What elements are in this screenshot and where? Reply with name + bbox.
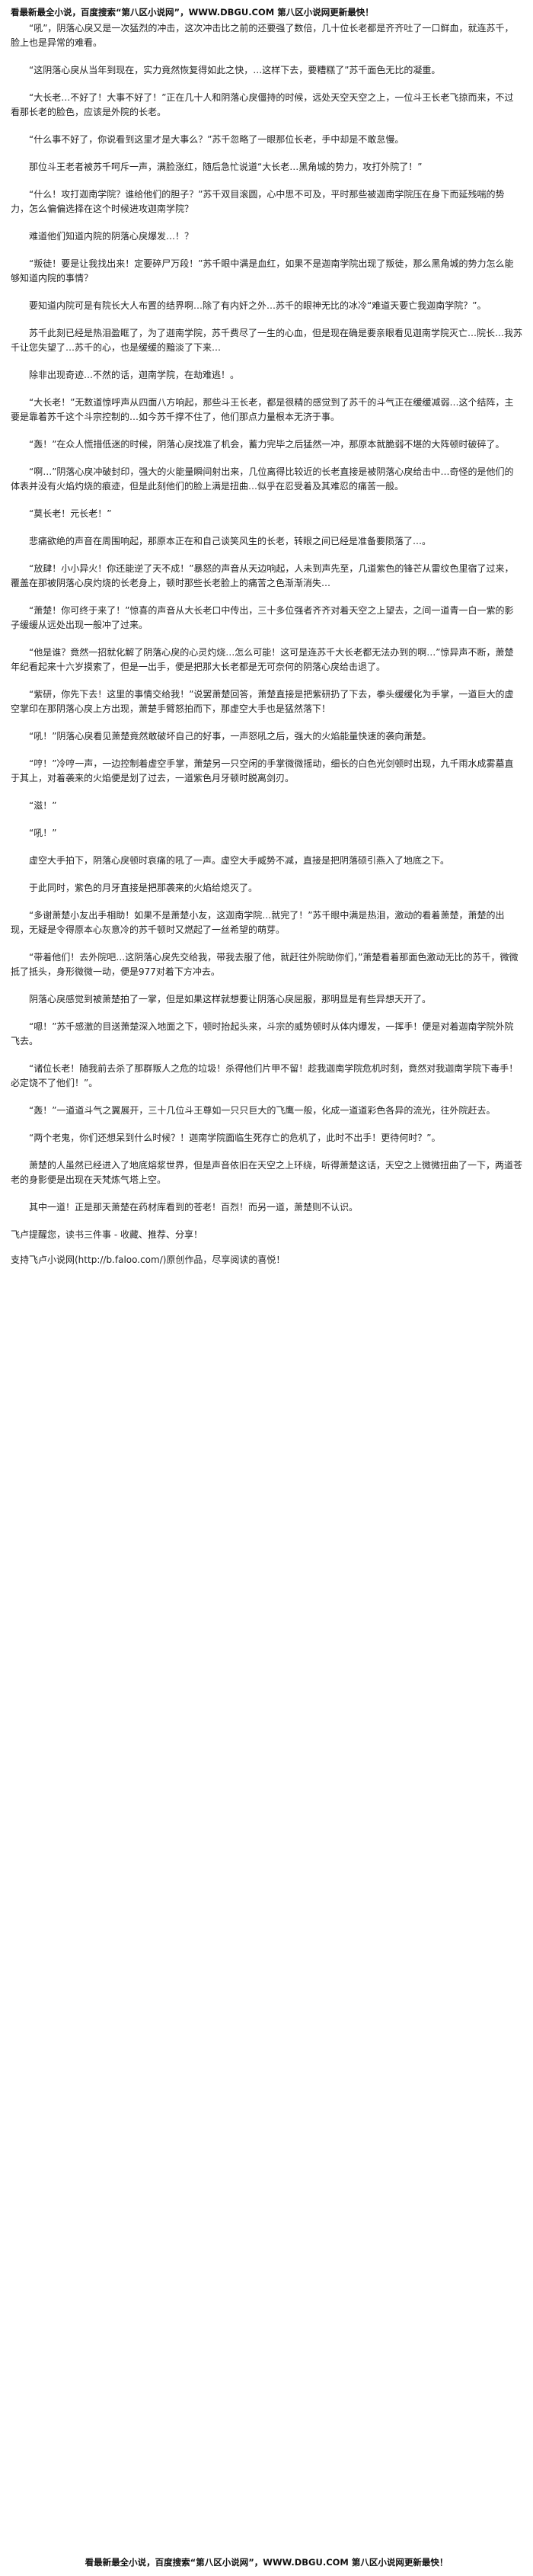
chapter-body: “吼”，阴落心戾又是一次猛烈的冲击，这次冲击比之前的还要强了数倍，几十位长老都是… [11, 21, 522, 1215]
paragraph: 萧楚的人虽然已经进入了地底熔浆世界，但是声音依旧在天空之上环绕，听得萧楚这话，天… [11, 1160, 523, 1185]
paragraph: “这阴落心戾从当年到现在，实力竟然恢复得如此之快，…这样下去，要糟糕了”苏千面色… [29, 65, 441, 75]
paragraph: “吼！” [29, 828, 57, 838]
paragraph: “哼！”冷哼一声，一边控制着虚空手掌，萧楚另一只空闲的手掌微微摇动，细长的白色光… [11, 758, 514, 783]
paragraph: 悲痛欲绝的声音在周围响起，那原本正在和自己谈笑风生的长老，转眼之间已经是准备要陨… [29, 536, 432, 546]
paragraph: 苏千此刻已经是热泪盈眶了，为了迦南学院，苏千费尽了一生的心血，但是现在确是要亲眼… [11, 328, 523, 353]
paragraph: 于此同时，紫色的月牙直接是把那袭来的火焰给熄灭了。 [29, 883, 258, 893]
paragraph: 除非出现奇迹…不然的话，迦南学院，在劫难逃！。 [29, 370, 240, 380]
support-line: 支持飞卢小说网(http://b.faloo.com/)原创作品，尽享阅读的喜悦… [11, 1254, 286, 1265]
paragraph: 阴落心戾感觉到被萧楚拍了一掌，但是如果这样就想要让阴落心戾屈服，那明显是有些异想… [29, 994, 432, 1004]
paragraph: “吼！”阴落心戾看见萧楚竟然敢破坏自己的好事，一声怒吼之后，强大的火焰能量快速的… [29, 731, 432, 742]
bottom-banner: 看最新最全小说，百度搜索“第八区小说网”，WWW.DBGU.COM 第八区小说网… [85, 2557, 448, 2568]
footer-note: 飞卢提醒您，读书三件事 - 收藏、推荐、分享！ [11, 1229, 203, 1240]
paragraph: 要知道内院可是有院长大人布置的结界啊…除了有内奸之外…苏千的眼神无比的冰冷“难道… [29, 300, 487, 311]
paragraph: “放肆！小小异火！你还能逆了天不成！”暴怒的声音从天边响起，人未到声先至，几道紫… [11, 563, 514, 588]
paragraph: “大长老…不好了！大事不好了！”正在几十人和阴落心戾僵持的时候，远处天空天空之上… [11, 92, 514, 117]
paragraph: “多谢萧楚小友出手相助！如果不是萧楚小友，这迦南学院…就完了！”苏千眼中满是热泪… [11, 910, 505, 935]
paragraph: 其中一道！正是那天萧楚在药材库看到的苍老！百烈！而另一道，萧楚则不认识。 [29, 1202, 359, 1213]
paragraph: “他是谁？竟然一招就化解了阴落心戾的心灵灼烧…怎么可能！这可是连苏千大长老都无法… [11, 647, 514, 672]
paragraph: “带着他们！去外院吧…这阴落心戾先交给我，带我去服了他，就赶往外院助你们，”萧楚… [11, 952, 519, 977]
paragraph: “大长老！”无数道惊呼声从四面八方响起，那些斗王长老，都是很精的感觉到了苏千的斗… [11, 397, 514, 422]
paragraph: 那位斗王老者被苏千呵斥一声，满脸涨红，随后急忙说道“大长老…黑角城的势力，攻打外… [29, 162, 423, 172]
paragraph: “啊…”阴落心戾冲破封印，强大的火能量瞬间射出来，几位离得比较近的长老直接是被阴… [11, 466, 514, 492]
paragraph: “嗯！”苏千感激的目送萧楚深入地面之下，顿时抬起头来，斗宗的威势顿时从体内爆发，… [11, 1021, 514, 1046]
paragraph: “吼”，阴落心戾又是一次猛烈的冲击，这次冲击比之前的还要强了数倍，几十位长老都是… [11, 23, 514, 48]
paragraph: “叛徒！要是让我找出来！定要碎尸万段！”苏千眼中满是血红，如果不是迦南学院出现了… [11, 258, 514, 284]
paragraph: “滋！” [29, 800, 57, 811]
top-banner: 看最新最全小说，百度搜索“第八区小说网”，WWW.DBGU.COM 第八区小说网… [11, 7, 374, 18]
paragraph: “诸位长老！随我前去杀了那群叛人之危的垃圾！杀得他们片甲不留！趁我迦南学院危机时… [11, 1063, 519, 1088]
paragraph: “莫长老！元长老！” [29, 508, 112, 519]
paragraph: “什么！攻打迦南学院？谁给他们的胆子？”苏千双目滚圆，心中思不可及，平时那些被迦… [11, 189, 505, 214]
paragraph: “两个老鬼，你们还想呆到什么时候？！迦南学院面临生死存亡的危机了，此时不出手！更… [29, 1133, 441, 1143]
paragraph: 难道他们知道内院的阴落心戾爆发…！？ [29, 231, 194, 242]
paragraph: 虚空大手拍下，阴落心戾顿时哀痛的吼了一声。虚空大手威势不减，直接是把阴落硕引燕入… [29, 855, 450, 866]
paragraph: “萧楚！你可终于来了！”惊喜的声音从大长老口中传出，三十多位强者齐齐对着天空之上… [11, 605, 514, 630]
paragraph: “紫研，你先下去！这里的事情交给我！”说罢萧楚回答，萧楚直接是把紫研扔了下去，拳… [11, 689, 514, 714]
paragraph: “轰！”一道道斗气之翼展开，三十几位斗王尊如一只只巨大的飞鹰一般，化成一道道彩色… [29, 1105, 496, 1116]
paragraph: “轰！”在众人慌措低迷的时候，阴落心戾找准了机会，蓄力完毕之后猛然一冲，那原本就… [29, 439, 505, 450]
paragraph: “什么事不好了，你说看到这里才是大事么？”苏千忽略了一眼那位长老，手中却是不敢怠… [29, 134, 404, 145]
